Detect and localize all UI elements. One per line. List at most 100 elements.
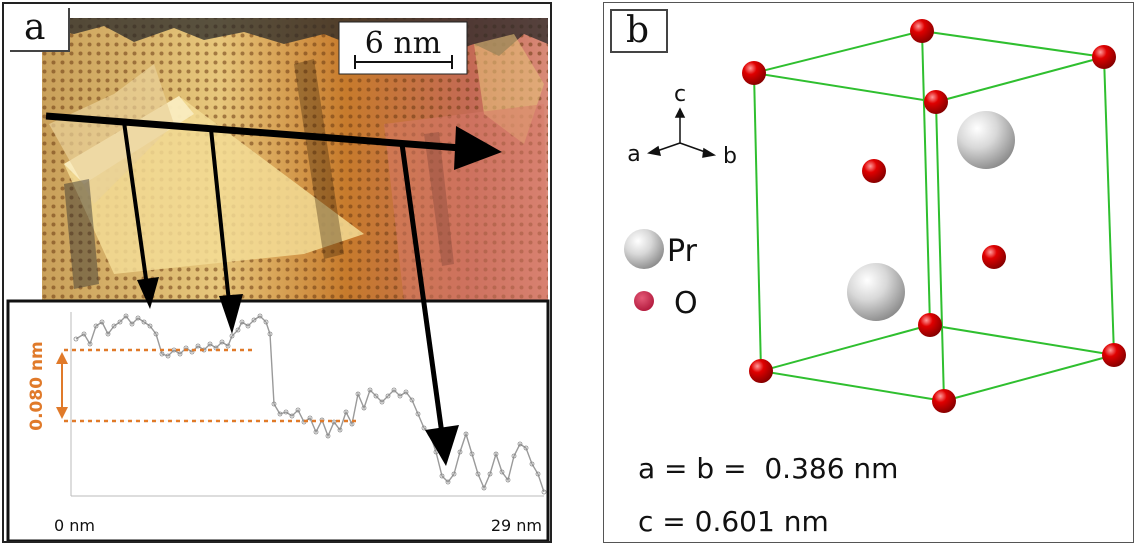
- profile-sample-point: [313, 429, 319, 435]
- profile-sample-point: [295, 407, 301, 413]
- axis-label-a: a: [627, 142, 640, 167]
- profile-sample-point: [529, 461, 535, 467]
- oxygen-atoms: [742, 19, 1126, 413]
- pr-atom-lower: [847, 263, 905, 321]
- profile-sample-point: [451, 471, 457, 477]
- profile-sample-point: [117, 319, 123, 325]
- profile-sample-point: [257, 313, 263, 319]
- profile-sample-point: [445, 479, 451, 485]
- scan-arrows: [45, 112, 502, 466]
- profile-sample-point: [499, 469, 505, 475]
- scan-line-arrow: [45, 112, 475, 153]
- profile-sample-point: [397, 393, 403, 399]
- profile-sample-point: [153, 331, 159, 337]
- profile-sample-point: [391, 387, 397, 393]
- axis-triad: [647, 107, 717, 158]
- profile-sample-point: [355, 391, 361, 397]
- lattice-constant-c: c = 0.601 nm: [638, 505, 829, 538]
- oxygen-atom: [749, 359, 773, 383]
- lattice-constant-ab: a = b = 0.386 nm: [638, 452, 898, 485]
- scale-bar: 6 nm: [338, 21, 468, 75]
- profile-sample-point: [289, 413, 295, 419]
- profile-sample-point: [129, 321, 135, 327]
- profile-x-end-label: 29 nm: [491, 516, 542, 535]
- profile-sample-point: [225, 343, 231, 349]
- profile-sample-points: [73, 313, 547, 495]
- step-height-label: 0.080 nm: [27, 341, 47, 431]
- axis-label-b: b: [723, 144, 737, 169]
- profile-sample-point: [267, 331, 273, 337]
- legend-pr-label: Pr: [667, 234, 698, 269]
- profile-sample-point: [141, 319, 147, 325]
- profile-sample-point: [337, 427, 343, 433]
- profile-sample-point: [111, 323, 117, 329]
- profile-sample-point: [493, 451, 499, 457]
- profile-sample-point: [415, 411, 421, 417]
- profile-sample-point: [343, 409, 349, 415]
- stm-figure: 6 nm 0.080 nm 0 nm 29 nm: [6, 18, 550, 543]
- profile-sample-point: [207, 341, 213, 347]
- profile-sample-point: [421, 425, 427, 431]
- profile-sample-point: [165, 353, 171, 359]
- profile-sample-point: [73, 336, 79, 342]
- profile-sample-point: [523, 445, 529, 451]
- pr-atom-upper: [957, 111, 1015, 169]
- profile-sample-point: [263, 319, 269, 325]
- profile-sample-point: [361, 405, 367, 411]
- profile-sample-point: [535, 471, 541, 477]
- oxygen-atom: [910, 19, 934, 43]
- profile-sample-point: [373, 393, 379, 399]
- axis-label-c: c: [674, 82, 686, 107]
- scale-bar-label: 6 nm: [365, 26, 441, 61]
- profile-sample-point: [385, 393, 391, 399]
- legend-pr-swatch: [624, 229, 664, 269]
- profile-sample-point: [105, 331, 111, 337]
- profile-sample-point: [505, 477, 511, 483]
- profile-x-start-label: 0 nm: [54, 516, 95, 535]
- legend: Pr O: [624, 229, 698, 321]
- profile-sample-point: [325, 433, 331, 439]
- unit-cell-edges: [753, 30, 1115, 402]
- profile-sample-point: [147, 323, 153, 329]
- height-profile-plot: 0.080 nm 0 nm 29 nm: [6, 299, 550, 543]
- profile-sample-point: [271, 401, 277, 407]
- profile-sample-point: [439, 473, 445, 479]
- profile-sample-point: [487, 471, 493, 477]
- profile-sample-point: [93, 323, 99, 329]
- oxygen-atom: [742, 61, 766, 85]
- profile-sample-point: [235, 327, 241, 333]
- profile-sample-point: [123, 313, 129, 319]
- profile-sample-point: [367, 387, 373, 393]
- profile-sample-point: [251, 317, 257, 323]
- profile-sample-point: [239, 319, 245, 325]
- profile-sample-point: [195, 343, 201, 349]
- projection-arrow-2: [209, 128, 231, 303]
- profile-sample-point: [379, 399, 385, 405]
- projection-arrow-3: [399, 143, 445, 435]
- oxygen-atom: [932, 389, 956, 413]
- profile-sample-point: [541, 489, 547, 495]
- profile-sample-point: [517, 441, 523, 447]
- panel-letter-b: b: [610, 9, 668, 53]
- profile-sample-point: [99, 319, 105, 325]
- oxygen-atom: [1092, 45, 1116, 69]
- profile-sample-point: [403, 389, 409, 395]
- profile-sample-point: [219, 339, 225, 345]
- panel-letter-a: a: [10, 8, 70, 52]
- profile-sample-point: [135, 315, 141, 321]
- oxygen-atom: [982, 245, 1006, 269]
- profile-sample-point: [277, 411, 283, 417]
- legend-o-swatch: [634, 291, 654, 311]
- legend-o-label: O: [674, 286, 698, 321]
- profile-sample-point: [409, 397, 415, 403]
- profile-sample-point: [481, 485, 487, 491]
- oxygen-atom: [918, 313, 942, 337]
- profile-sample-point: [283, 409, 289, 415]
- profile-sample-point: [463, 431, 469, 437]
- oxygen-atom: [862, 159, 886, 183]
- projection-arrow-1: [122, 121, 149, 287]
- panel-b: c a b Pr O a = b = 0.386 nm c = 0.601 nm…: [603, 2, 1134, 543]
- profile-sample-point: [245, 323, 251, 329]
- profile-sample-point: [307, 415, 313, 421]
- profile-sample-point: [81, 331, 87, 337]
